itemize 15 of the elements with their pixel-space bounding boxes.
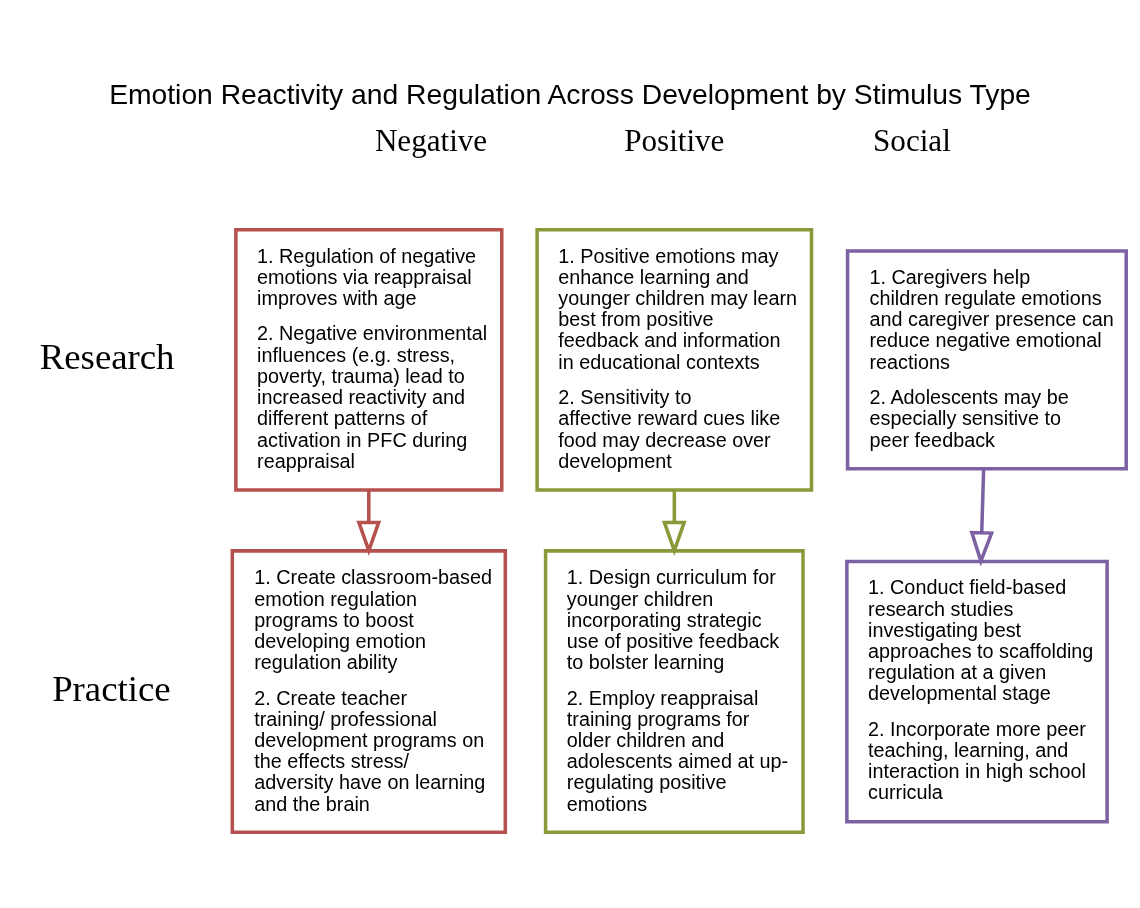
node-box: 1. Regulation of negative emotions via reappraisal improves with age 2. Negative environmental influences (e.g. stress, poverty, trauma) lead to increased reactivity and different patterns of activation in PFC during reappraisal bbox=[234, 228, 504, 492]
arrow bbox=[969, 468, 995, 567]
arrow bbox=[356, 490, 382, 557]
label: Positive bbox=[624, 123, 725, 159]
node-box: 1. Conduct field-based research studies investigating best approaches to scaffolding regulation at a given developmental stage 2. Incorporate more peer teaching, learning, and interaction in high school curricula bbox=[845, 559, 1109, 824]
diagram-title: Emotion Reactivity and Regulation Across Development by Stimulus Type bbox=[109, 77, 1031, 110]
node-box: 1. Positive emotions may enhance learning and younger children may learn best from positive feedback and information in educational contexts 2. Sensitivity to affective reward cues like food may decrease over development bbox=[535, 228, 814, 492]
node-box: 1. Caregivers help children regulate emotions and caregiver presence can reduce negative emotional reactions 2. Adolescents may be especially sensitive to peer feedback bbox=[845, 249, 1128, 471]
label: Practice bbox=[52, 667, 171, 709]
node-box: 1. Design curriculum for younger children incorporating strategic use of positive feedback to bolster learning 2. Employ reappraisal training programs for older children and adolescents aimed at up-regulating positive emotions bbox=[543, 549, 805, 835]
label: Negative bbox=[374, 123, 488, 159]
label: Research bbox=[39, 335, 175, 377]
node-box: 1. Create classroom-based emotion regulation programs to boost developing emotion regulation ability 2. Create teacher training/ professional development programs on the effects stress/ adversity have on learning and the brain bbox=[230, 549, 508, 835]
arrow bbox=[661, 490, 687, 557]
label: Social bbox=[873, 123, 951, 159]
